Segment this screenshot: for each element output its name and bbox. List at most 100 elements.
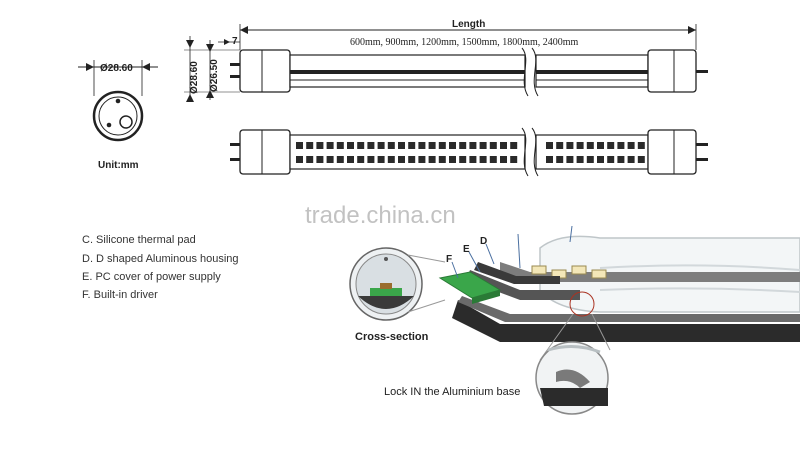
led-chip <box>546 142 553 149</box>
legend-item-f: F. Built-in driver <box>82 289 158 301</box>
lens-cover-highlight-2 <box>599 287 800 293</box>
led-chip <box>306 156 314 163</box>
led-chip <box>510 156 518 163</box>
aluminium-housing <box>452 300 800 342</box>
pc-cover <box>466 270 580 300</box>
led-chip <box>408 156 416 163</box>
led-chip <box>428 142 436 149</box>
led-chip <box>459 142 467 149</box>
led-chip <box>347 142 354 149</box>
dim-28-60-arrow-top <box>186 40 194 48</box>
led-chip <box>306 142 314 149</box>
led-chip <box>336 142 344 149</box>
led-chip <box>449 142 456 149</box>
led-chip <box>607 142 615 149</box>
end-view-pin-top <box>115 98 121 104</box>
legend-item-c: C. Silicone thermal pad <box>82 234 196 246</box>
led-chip <box>449 156 456 163</box>
dim-28-60-label: Ø28.60 <box>189 61 200 94</box>
lock-label: Lock IN the Aluminium base <box>384 386 521 398</box>
lens-cover-highlight <box>599 264 800 271</box>
tube-led-view <box>230 127 708 177</box>
tube-led-break-mark <box>521 127 539 177</box>
led-chip <box>479 142 487 149</box>
built-in-driver-side <box>472 290 500 304</box>
led-chip <box>316 142 324 149</box>
led-chip <box>428 156 436 163</box>
cross-section-guide-1 <box>407 254 446 263</box>
led-chip <box>438 142 446 149</box>
led-chip <box>398 156 405 163</box>
dim-26-50-label: Ø26.50 <box>209 59 220 92</box>
tube-side-view: Length 600mm, 900mm, 1200mm, 1500mm, 180… <box>184 19 708 102</box>
led-chip <box>377 156 385 163</box>
lock-detail-base <box>540 388 608 406</box>
cross-section-housing <box>358 296 414 309</box>
callout-lens-line <box>569 225 573 243</box>
led-chip <box>597 142 604 149</box>
lock-detail <box>535 291 611 415</box>
led-chip <box>418 156 426 163</box>
lock-detail-marker <box>569 291 595 317</box>
dim-28-60-arrow-bottom <box>186 94 194 102</box>
led-chip <box>597 156 604 163</box>
callout-letter-e: E <box>463 244 470 255</box>
led-chip <box>347 156 354 163</box>
end-view-outer-circle <box>92 90 144 142</box>
pin-offset-label: 7 <box>232 36 238 47</box>
cross-section-chip <box>380 283 392 289</box>
led-board <box>500 262 800 282</box>
unit-label: Unit:mm <box>98 160 139 171</box>
cross-section-top-dot <box>384 257 388 261</box>
exploded-led-chip <box>571 265 587 275</box>
legend-item-d: D. D shaped Aluminous housing <box>82 253 239 265</box>
led-chip <box>367 142 375 149</box>
led-chip <box>357 156 365 163</box>
led-chip <box>566 142 574 149</box>
callout-e-line <box>468 251 481 273</box>
lock-detail-lens <box>547 345 601 354</box>
end-view-arrow-right <box>142 63 150 71</box>
end-view-inner-circle <box>98 96 138 136</box>
tube-top-pin-left-2 <box>230 75 240 78</box>
cross-section-board <box>370 288 402 296</box>
led-chip <box>627 156 635 163</box>
callout-d-line <box>485 243 495 265</box>
led-chip <box>546 156 553 163</box>
led-chip <box>556 156 564 163</box>
led-chip <box>418 142 426 149</box>
led-chip <box>489 156 497 163</box>
callout-letter-f: F <box>446 254 452 265</box>
tube-led-pin-right-2 <box>696 158 708 161</box>
led-chip <box>576 142 584 149</box>
led-chip <box>326 156 334 163</box>
tube-led-pin-left-1 <box>230 143 240 146</box>
led-chip <box>459 156 467 163</box>
exploded-led-chip <box>531 265 547 275</box>
led-chip <box>556 142 564 149</box>
tube-led-body-left <box>289 134 526 170</box>
pin-offset-arrow <box>224 39 230 45</box>
lock-detail-guide-2 <box>591 313 611 351</box>
led-chip <box>489 142 497 149</box>
led-chip <box>510 142 518 149</box>
tube-top-cap-left <box>239 49 291 93</box>
led-chip <box>586 142 594 149</box>
led-chip <box>296 142 303 149</box>
tube-led-pin-right-1 <box>696 143 708 146</box>
led-chip <box>398 142 405 149</box>
length-arrow-left <box>240 26 248 34</box>
led-chip <box>469 156 477 163</box>
tube-top-break-mark <box>521 47 539 97</box>
end-view-pin-hole <box>119 115 133 129</box>
led-chip <box>336 156 344 163</box>
cross-section-guide-2 <box>407 299 446 313</box>
led-chip <box>357 142 365 149</box>
led-chip <box>387 156 395 163</box>
end-view-pin-left <box>106 122 112 128</box>
led-chip <box>367 156 375 163</box>
led-chip <box>566 156 574 163</box>
watermark: trade.china.cn <box>305 202 456 229</box>
led-chip <box>576 156 584 163</box>
legend-item-e: E. PC cover of power supply <box>82 271 221 283</box>
